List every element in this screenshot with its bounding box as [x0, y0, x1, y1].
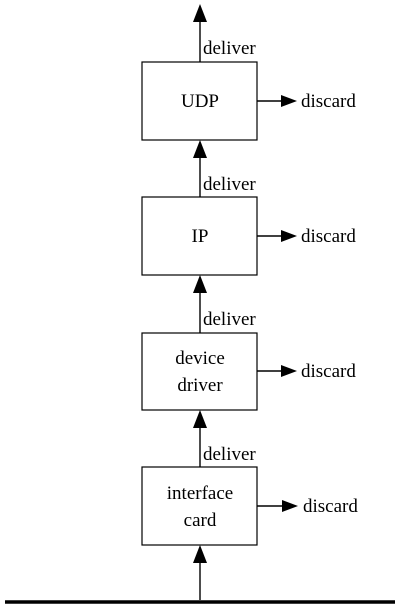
device-driver-label-line-2: driver [177, 375, 223, 396]
interface-card-discard-label: discard [303, 496, 358, 517]
ip-discard-arrowhead [281, 230, 297, 242]
ip-box [141, 196, 258, 276]
interface-card-label-line-1: interface [167, 483, 233, 504]
input-arrowhead [193, 545, 207, 563]
layer-udp: UDP discard [141, 61, 356, 141]
interface-card-discard-arrowhead [282, 500, 298, 512]
deliver-arrowhead-1 [193, 410, 207, 428]
deliver-label-3: deliver [203, 174, 256, 195]
device-driver-box [141, 332, 258, 411]
device-driver-discard-arrowhead [281, 365, 297, 377]
deliver-label-4: deliver [203, 38, 256, 59]
deliver-arrowhead-4 [193, 4, 207, 22]
interface-card-label-line-2: card [184, 510, 217, 531]
deliver-label-2: deliver [203, 309, 256, 330]
udp-box [141, 61, 258, 141]
udp-discard-label: discard [301, 91, 356, 112]
deliver-arrowhead-2 [193, 275, 207, 293]
layer-device-driver: device driver discard [141, 332, 356, 411]
layer-interface-card: interface card discard [141, 466, 358, 546]
device-driver-discard-label: discard [301, 361, 356, 382]
udp-discard-arrowhead [281, 95, 297, 107]
udp-label: UDP [181, 91, 219, 112]
ip-label: IP [192, 226, 209, 247]
device-driver-label-line-1: device [175, 348, 225, 369]
deliver-arrowhead-3 [193, 140, 207, 158]
deliver-label-1: deliver [203, 444, 256, 465]
ip-discard-label: discard [301, 226, 356, 247]
interface-card-box [141, 466, 258, 546]
layer-ip: IP discard [141, 196, 356, 276]
